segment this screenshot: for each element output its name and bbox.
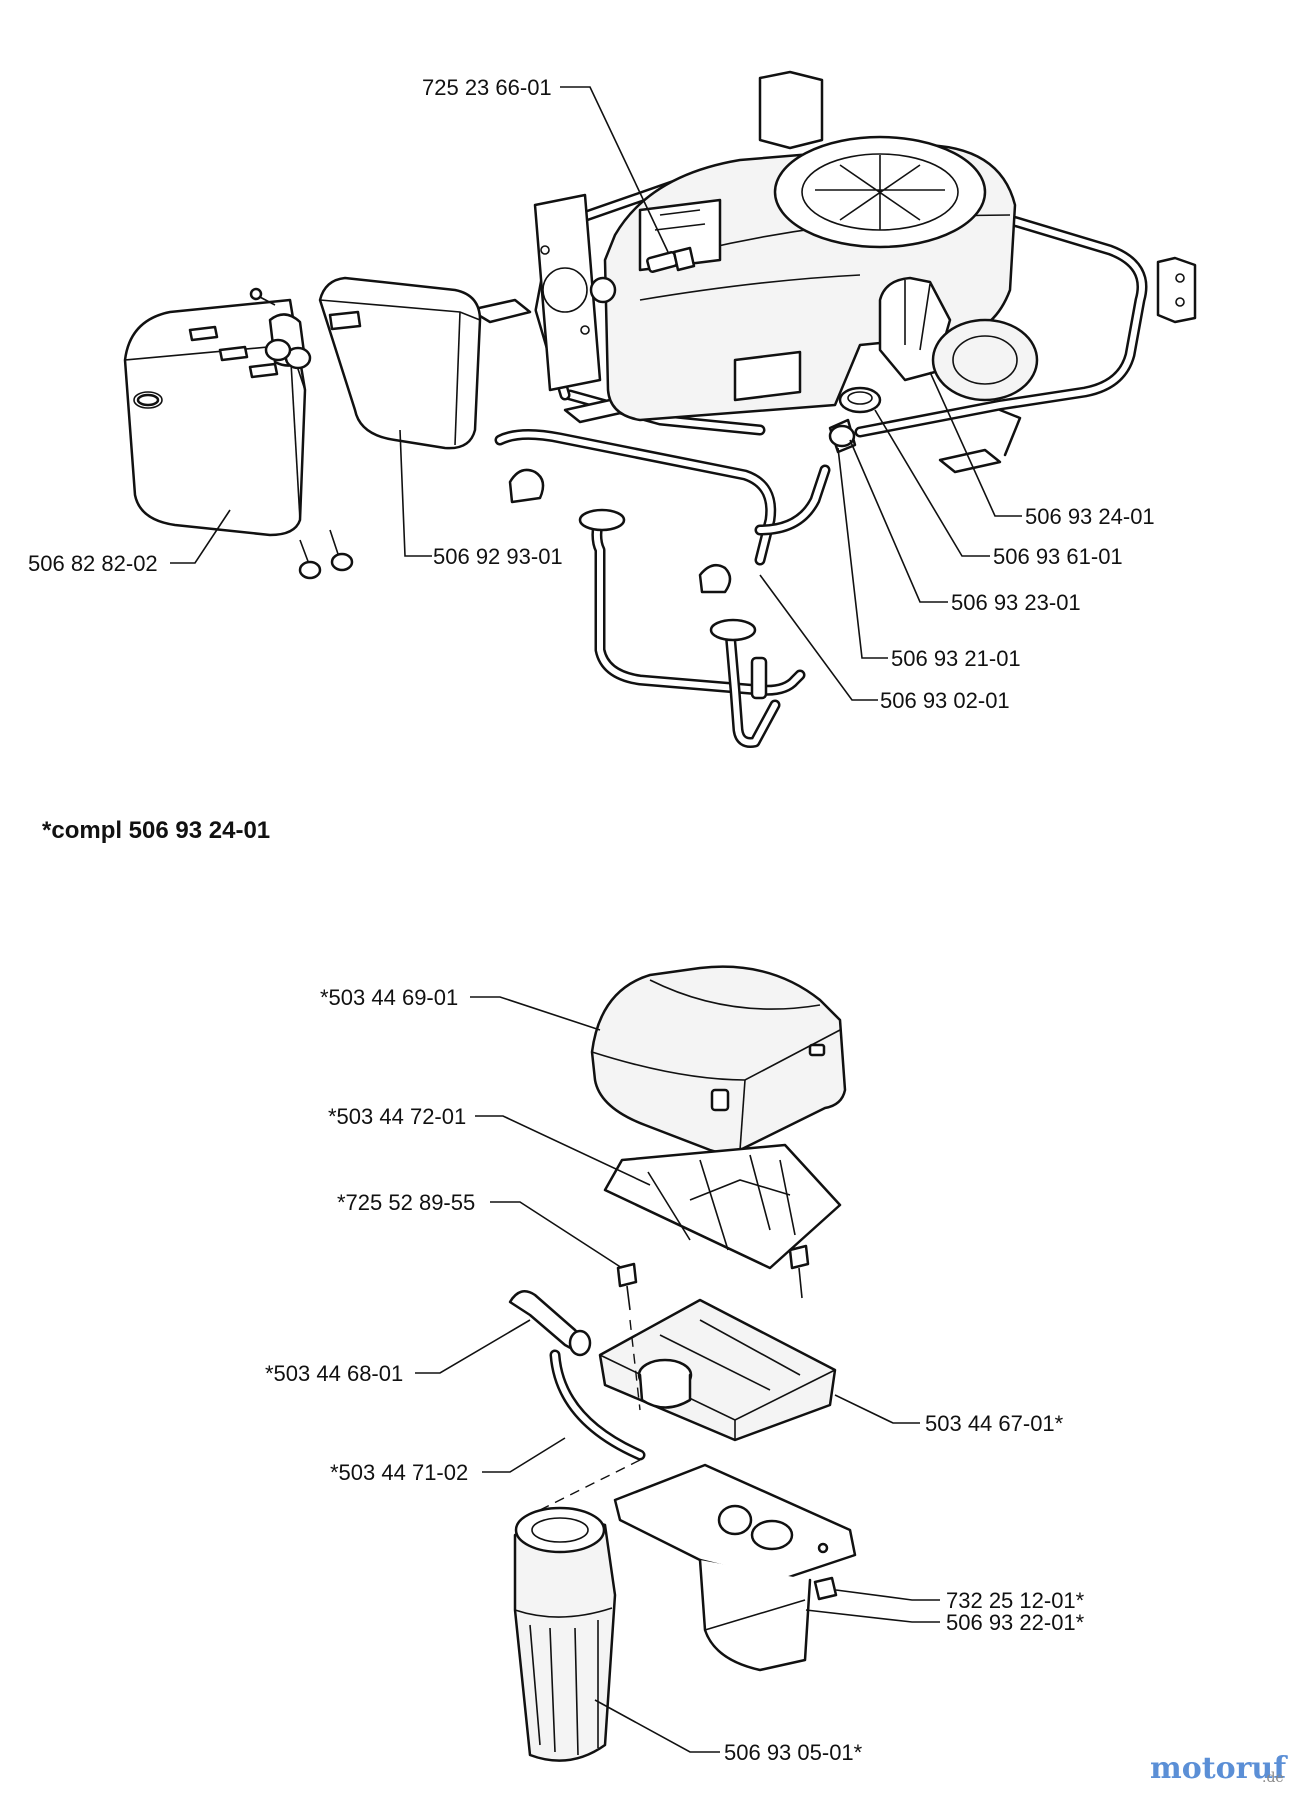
carburetor-plate xyxy=(533,193,617,392)
part-label-506-93-61-01: 506 93 61-01 xyxy=(993,544,1123,569)
pre-filter xyxy=(603,1143,842,1270)
hose-clamp-fitting xyxy=(828,386,882,454)
filter-housing xyxy=(878,276,1039,402)
part-label-725-23-66-01: 725 23 66-01 xyxy=(422,75,552,100)
cover-bolts xyxy=(616,1244,810,1311)
part-label-506-82-82-02: 506 82 82-02 xyxy=(28,551,158,576)
part-label-503-44-68-01: *503 44 68-01 xyxy=(265,1361,403,1386)
filter-element xyxy=(318,276,482,450)
part-label-506-93-05-01: 506 93 05-01* xyxy=(724,1740,863,1765)
air-cleaner-cover xyxy=(123,298,307,537)
seal-strip xyxy=(549,1349,646,1461)
hose-clips xyxy=(508,468,732,594)
part-label-732-25-12-01: 732 25 12-01* xyxy=(946,1588,1085,1613)
part-label-506-93-23-01: 506 93 23-01 xyxy=(951,590,1081,615)
filter-bracket xyxy=(613,1463,857,1672)
leaders-bottom xyxy=(415,996,940,1753)
part-label-503-44-71-02: *503 44 71-02 xyxy=(330,1460,468,1485)
part-label-506-93-22-01: 506 93 22-01* xyxy=(946,1610,1085,1635)
alignment-lines xyxy=(539,1319,641,1511)
watermark-text: motoruf xyxy=(1150,1751,1288,1786)
part-label-725-52-89-55: *725 52 89-55 xyxy=(337,1190,475,1215)
leaders-top xyxy=(170,86,1022,701)
part-label-506-93-24-01: 506 93 24-01 xyxy=(1025,504,1155,529)
filter-connector xyxy=(249,287,312,370)
part-label-503-44-67-01: 503 44 67-01* xyxy=(925,1411,1064,1436)
part-label-506-93-02-01: 506 93 02-01 xyxy=(880,688,1010,713)
filter-base xyxy=(598,1298,837,1442)
kit-note: *compl 506 93 24-01 xyxy=(42,817,270,844)
retaining-clip xyxy=(508,1290,592,1357)
part-label-506-92-93-01: 506 92 93-01 xyxy=(433,544,563,569)
dipstick-tube xyxy=(578,508,806,748)
part-label-503-44-72-01: *503 44 72-01 xyxy=(328,1104,466,1129)
part-label-503-44-69-01: *503 44 69-01 xyxy=(320,985,458,1010)
part-label-506-93-21-01: 506 93 21-01 xyxy=(891,646,1021,671)
bolt-part xyxy=(646,246,696,273)
filter-canister xyxy=(513,1506,617,1762)
watermark-suffix: .de xyxy=(1262,1770,1284,1786)
watermark-logo: motoruf .de xyxy=(1150,1751,1288,1786)
cover-screws xyxy=(298,529,354,580)
engine-shroud xyxy=(603,135,1017,422)
breather-hose xyxy=(494,429,831,566)
frame-brackets xyxy=(468,70,1197,474)
air-filter-cover xyxy=(590,965,847,1154)
